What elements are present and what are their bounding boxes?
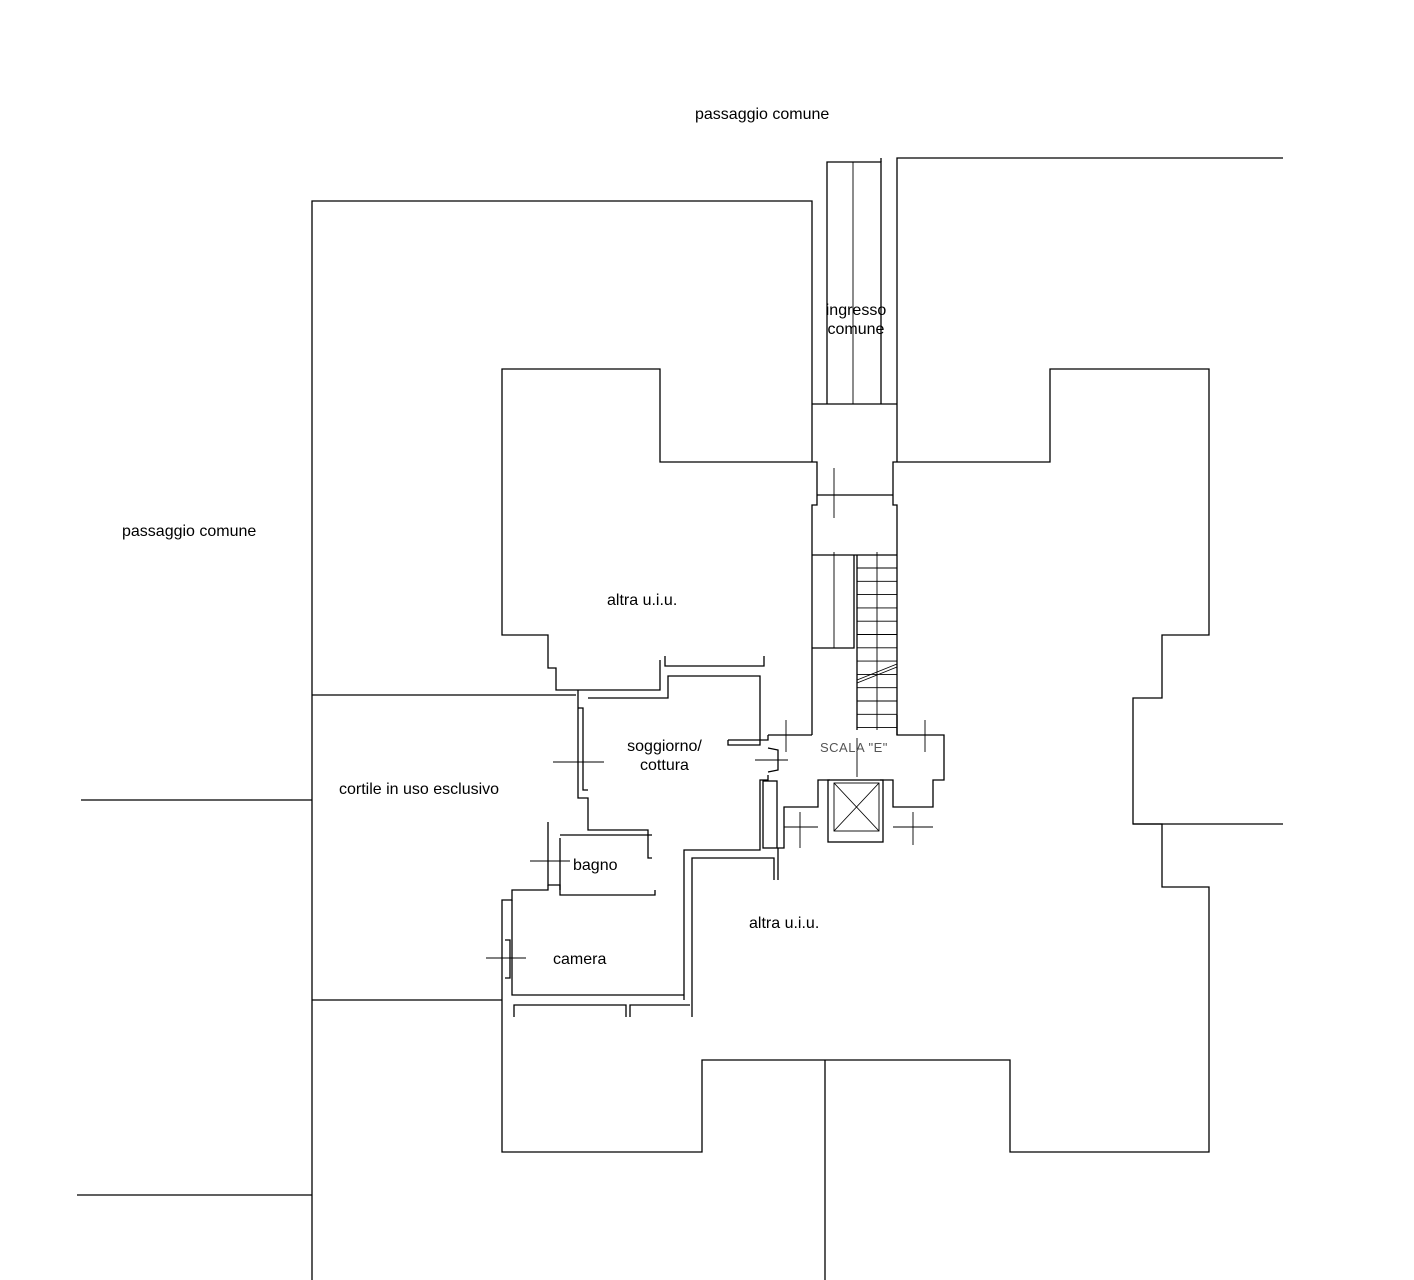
living-partition [727,739,761,746]
label-stair: SCALA "E" [820,740,888,755]
elevator-cross-2 [833,782,880,832]
label-other-unit-bottom: altra u.i.u. [749,915,820,932]
label-left-passage: passaggio comune [122,523,257,540]
other-unit-bottom-outline [501,368,1210,1153]
entrance-right-wall [896,157,1283,462]
left-block-outline [311,200,813,1280]
stair-cut-line [856,663,898,681]
balcony-line [513,1004,627,1017]
living-window-wall [578,707,588,791]
apartment-outer-wall [577,690,652,859]
living-right-wall [683,775,769,1000]
stair-landing-right [880,715,945,808]
apartment-inner-wall [588,675,769,741]
label-living: soggiorno/ cottura [612,737,717,775]
bedroom-inner [511,900,684,996]
label-bathroom: bagno [573,857,618,874]
elevator-cabin [833,782,880,832]
label-living-line2: cottura [640,757,689,774]
entrance-door-frame [811,461,818,735]
other-unit-bottom-wall [691,857,775,1017]
shaft-duct [762,780,778,849]
label-entrance-line1: ingresso [825,302,887,319]
bedroom-wall [501,885,549,1000]
stair-cut-line-2 [856,666,898,684]
balcony-line-2 [629,1004,690,1017]
other-unit-top-wall [664,656,765,667]
label-entrance-line2: comune [827,321,885,338]
label-entrance: ingresso comune [818,301,894,339]
other-unit-top-outline [501,368,812,691]
label-other-unit-top: altra u.i.u. [607,592,678,609]
label-living-line1: soggiorno/ [627,738,702,755]
stair-landing-left [777,779,830,880]
label-courtyard: cortile in uso esclusivo [339,781,500,798]
stair-shaft [812,555,855,649]
bedroom-window [505,939,511,979]
elevator-shaft [827,779,884,843]
label-bedroom: camera [553,951,607,968]
label-top-passage: passaggio comune [695,106,830,123]
entrance-corridor [826,161,882,404]
entrance-door-frame-right [892,461,898,735]
